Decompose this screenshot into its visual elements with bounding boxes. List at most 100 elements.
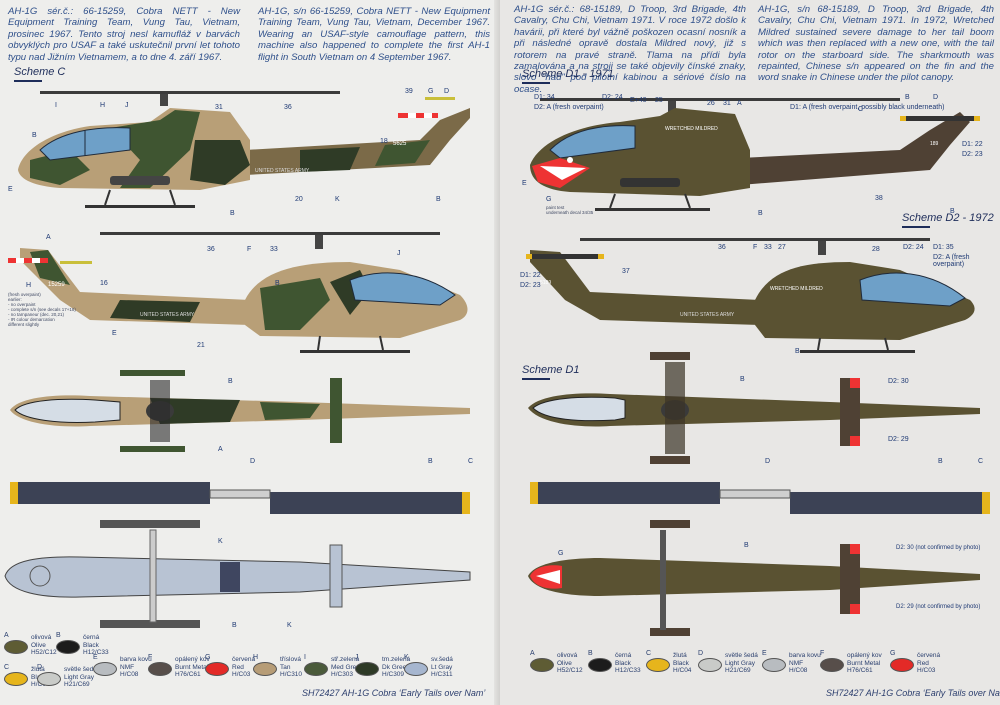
callout-d2-23: D2: 23 bbox=[962, 151, 983, 158]
nose-art-d1: WRETCHED MILDRED bbox=[665, 126, 718, 132]
callout-26: 26 bbox=[707, 100, 715, 107]
left-page: AH-1G sér.č.: 66-15259, Cobra NETT - New… bbox=[0, 0, 500, 705]
callout-B-plan-r: B bbox=[740, 376, 745, 383]
callout-B-tail: B bbox=[436, 196, 441, 203]
scheme-label: Scheme C bbox=[14, 66, 65, 82]
callout-31-r: 31 bbox=[723, 100, 731, 107]
callout-d1-22: D1: 22 bbox=[962, 141, 983, 148]
callout-J-s2: J bbox=[397, 250, 401, 257]
callout-B-under-r: B bbox=[744, 542, 749, 549]
callout-E: E bbox=[8, 186, 13, 193]
callout-D-r: D bbox=[933, 94, 939, 101]
rotor-blade-plan-right bbox=[530, 482, 990, 514]
callout-C-blade-r: C bbox=[978, 458, 984, 465]
callout-E-plan: E bbox=[112, 330, 117, 337]
scheme-d1-plan-label: Scheme D1 bbox=[522, 364, 579, 380]
callout-36-s2: 36 bbox=[207, 246, 215, 253]
callout-16: 16 bbox=[100, 280, 108, 287]
callout-33-d2: 33 bbox=[764, 244, 772, 251]
footer-right: SH72427 AH-1G Cobra ‘Early Tails over Na bbox=[826, 688, 1000, 698]
callout-B-skid-r: B bbox=[758, 210, 763, 217]
scheme-d2-label: Scheme D2 - 1972 bbox=[902, 212, 994, 228]
callout-H: H bbox=[100, 102, 106, 109]
callout-d2-24: D2: 24 bbox=[602, 94, 623, 101]
callout-25: 25 bbox=[655, 97, 663, 104]
callout-H-s2: H bbox=[26, 282, 32, 289]
callout-D: D bbox=[444, 88, 450, 95]
callout-d2-A-s: D2: A (fresh overpaint) bbox=[933, 254, 970, 268]
d1-side-view: WRETCHED MILDRED 189 bbox=[530, 98, 980, 211]
callout-G: G bbox=[428, 88, 434, 95]
callout-39: 39 bbox=[405, 88, 413, 95]
tail-serial-1: 5625 bbox=[393, 141, 407, 147]
callout-d2-30-u: D2: 30 (not confirmed by photo) bbox=[896, 545, 981, 551]
scheme-d-drawings: WRETCHED MILDRED 189 UNITED STATES ARMY … bbox=[526, 98, 990, 636]
rotor-blade-plan bbox=[10, 482, 470, 514]
callout-B-s2: B bbox=[275, 280, 280, 287]
callout-d1-34: D1: 34 bbox=[534, 94, 555, 101]
callout-36-d2: 36 bbox=[718, 244, 726, 251]
callout-d2-24-s: D2: 24 bbox=[903, 244, 924, 251]
top-plan-view bbox=[10, 370, 470, 452]
callout-36: 36 bbox=[284, 104, 292, 111]
callout-d1-22-s: D1: 22 bbox=[520, 272, 541, 279]
intro-czech: AH-1G sér.č.: 66-15259, Cobra NETT - New… bbox=[8, 6, 241, 63]
callout-G-r: G bbox=[546, 196, 552, 203]
callout-B-nose: B bbox=[32, 132, 37, 139]
callout-d1-35: D1: 35 bbox=[933, 244, 954, 251]
side-view-1: UNITED STATES ARMY 5625 bbox=[18, 91, 470, 208]
intro-czech-right: AH-1G sér.č.: 68-15189, D Troop, 3rd Bri… bbox=[514, 4, 746, 95]
callout-28-d2: 28 bbox=[872, 246, 880, 253]
callout-F-d2: F bbox=[753, 244, 758, 251]
scheme-c-drawings: UNITED STATES ARMY 5625 UNITED STATES AR… bbox=[4, 91, 471, 628]
callout-18: 18 bbox=[380, 138, 388, 145]
callout-B-skid: B bbox=[230, 210, 235, 217]
intro-english: AH-1G, s/n 66-15259, Cobra NETT - New Eq… bbox=[258, 6, 490, 63]
callout-G-under: G bbox=[558, 550, 564, 557]
callout-C-r: C bbox=[858, 106, 864, 113]
callout-B-plan: B bbox=[228, 378, 233, 385]
callout-37: 37 bbox=[622, 268, 630, 275]
callout-C-blade: C bbox=[468, 458, 474, 465]
callout-B-blade: B bbox=[428, 458, 433, 465]
callout-d2-30: D2: 30 bbox=[888, 378, 909, 385]
right-page: AH-1G sér.č.: 68-15189, D Troop, 3rd Bri… bbox=[500, 0, 1000, 705]
callout-d1-A-note: D1: A (fresh overpaint, possibly black u… bbox=[790, 104, 945, 111]
tail-serial-2: 15259 bbox=[48, 282, 65, 288]
scheme-d1-label: Scheme D1 - 1971 bbox=[522, 68, 614, 84]
callout-A-r: A bbox=[737, 100, 742, 107]
fin-serial-d2: 5189 bbox=[540, 280, 551, 286]
callout-d2-29: D2: 29 bbox=[888, 436, 909, 443]
callout-F: F bbox=[247, 246, 252, 253]
callout-A-tail: A bbox=[46, 234, 51, 241]
side2-notes: (fresh overpaint)earlier:- no overpaint-… bbox=[8, 292, 76, 327]
callout-D-blade-r: D bbox=[765, 458, 771, 465]
callout-E40: E+40 bbox=[630, 97, 647, 104]
d1-top-plan bbox=[528, 352, 980, 464]
callout-d2-29-u: D2: 29 (not confirmed by photo) bbox=[896, 604, 981, 610]
callout-B-r: B bbox=[905, 94, 910, 101]
callout-K-under: K bbox=[218, 538, 223, 545]
army-marking-2: UNITED STATES ARMY bbox=[140, 312, 195, 318]
nose-art-d2: WRETCHED MILDRED bbox=[770, 286, 823, 292]
intro-english-right: AH-1G, s/n 68-15189, D Troop, 3rd Brigad… bbox=[758, 4, 995, 84]
callout-A-plan: A bbox=[218, 446, 223, 453]
callout-d2-A: D2: A (fresh overpaint) bbox=[534, 104, 604, 111]
callout-31: 31 bbox=[215, 104, 223, 111]
callout-B-blade-r: B bbox=[938, 458, 943, 465]
callout-21: 21 bbox=[197, 342, 205, 349]
